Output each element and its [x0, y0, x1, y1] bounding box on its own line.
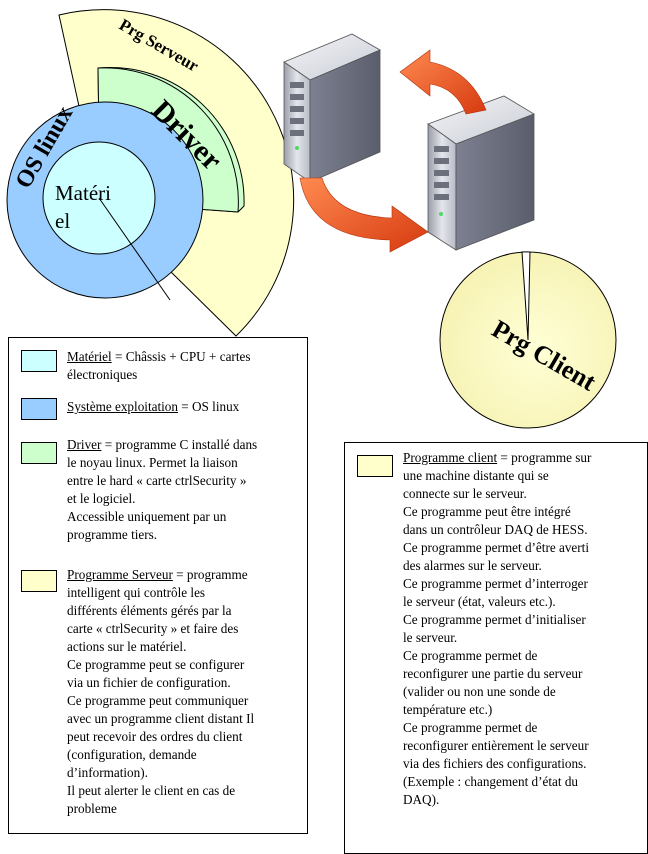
sync-arrow-bottom [299, 177, 429, 253]
legend-os-line: Système exploitation = OS linux [67, 399, 240, 414]
legend-client-line: Programme client = programme sur [403, 450, 592, 465]
legend-client-line: des alarmes sur le serveur. [403, 558, 542, 573]
legend-os-term: Système exploitation [67, 399, 178, 414]
legend-driver-line: programme tiers. [67, 527, 158, 542]
legend-materiel-term: Matériel [67, 349, 112, 364]
legend-driver-line: Driver = programme C installé dans [67, 437, 258, 452]
legend-materiel-description: Matériel = Châssis + CPU + cartes électro… [67, 348, 303, 384]
client-pie [439, 251, 617, 429]
legend-box-right: Programme client = programme sur une mach… [344, 442, 648, 854]
legend-client-line: une machine distante qui se [403, 468, 549, 483]
legend-os-swatch [21, 398, 57, 420]
legend-serveur-line: (configuration, demande [67, 747, 197, 762]
legend-serveur-line: carte « ctrlSecurity » et faire des [67, 621, 239, 636]
legend-serveur-line: Il peut alerter le client en cas de [67, 783, 236, 798]
legend-client-line: Ce programme permet d’être averti [403, 540, 590, 555]
legend-client-line: (Exemple : changement d’état du [403, 774, 579, 789]
server-tower-front [427, 95, 535, 251]
legend-client-line: le serveur (état, valeurs etc.). [403, 594, 556, 609]
legend-client-line: Ce programme permet d’initialiser [403, 612, 586, 627]
legend-client-line: température etc.) [403, 702, 493, 717]
server-tower-back [283, 33, 381, 183]
legend-materiel-line: électroniques [67, 367, 138, 382]
legend-serveur-line: intelligent qui contrôle les [67, 585, 206, 600]
legend-client-description: Programme client = programme sur une mach… [403, 449, 643, 809]
legend-client-line: reconfigurer entièrement le serveur [403, 738, 589, 753]
legend-driver-line: entre le hard « carte ctrlSecurity » [67, 473, 247, 488]
legend-driver-swatch [21, 442, 57, 464]
legend-client-term: Programme client [403, 450, 498, 465]
legend-client-line: connecte sur le serveur. [403, 486, 527, 501]
legend-driver-line: Accessible uniquement par un [67, 509, 227, 524]
divider-line [98, 197, 171, 301]
legend-os-description: Système exploitation = OS linux [67, 398, 303, 416]
legend-driver-line: et le logiciel. [67, 491, 136, 506]
legend-client-line: reconfigurer une partie du serveur [403, 666, 583, 681]
legend-driver-line: le noyau linux. Permet la liaison [67, 455, 238, 470]
legend-client-line: Ce programme permet de [403, 720, 538, 735]
legend-serveur-line: via un fichier de configuration. [67, 675, 231, 690]
legend-driver-description: Driver = programme C installé dans le noy… [67, 436, 303, 544]
legend-client-line: via des fichiers des configurations. [403, 756, 587, 771]
legend-client-line: DAQ). [403, 792, 440, 807]
legend-materiel-swatch [21, 350, 57, 372]
materiel-label-line2: el [55, 209, 70, 233]
legend-serveur-line: d’information). [67, 765, 148, 780]
legend-serveur-line: actions sur le matériel. [67, 639, 187, 654]
legend-client-line: Ce programme permet d’interroger [403, 576, 588, 591]
legend-serveur-swatch [21, 570, 57, 592]
legend-serveur-line: Programme Serveur = programme [67, 567, 248, 582]
legend-serveur-line: avec un programme client distant Il [67, 711, 255, 726]
materiel-label-line1: Matéri [55, 181, 111, 205]
legend-serveur-term: Programme Serveur [67, 567, 173, 582]
legend-materiel-line: Matériel = Châssis + CPU + cartes [67, 349, 251, 364]
legend-serveur-line: peut recevoir des ordres du client [67, 729, 243, 744]
legend-serveur-line: Ce programme peut communiquer [67, 693, 249, 708]
architecture-diagram: Prg Serveur Driver OS linux Matéri el [6, 9, 617, 429]
legend-client-line: Ce programme permet de [403, 648, 538, 663]
legend-box-left: Matériel = Châssis + CPU + cartes électro… [8, 337, 308, 834]
legend-serveur-line: Ce programme peut se configurer [67, 657, 245, 672]
legend-client-swatch [357, 455, 393, 477]
sync-arrow-top [399, 49, 487, 115]
legend-client-line: le serveur. [403, 630, 458, 645]
legend-serveur-line: différents éléments gérés par la [67, 603, 232, 618]
legend-client-line: (valider ou non une sonde de [403, 684, 556, 699]
legend-client-line: dans un contrôleur DAQ de HESS. [403, 522, 588, 537]
legend-driver-term: Driver [67, 437, 102, 452]
legend-serveur-description: Programme Serveur = programme intelligent… [67, 566, 303, 818]
legend-client-line: Ce programme peut être intégré [403, 504, 571, 519]
legend-serveur-line: probleme [67, 801, 117, 816]
